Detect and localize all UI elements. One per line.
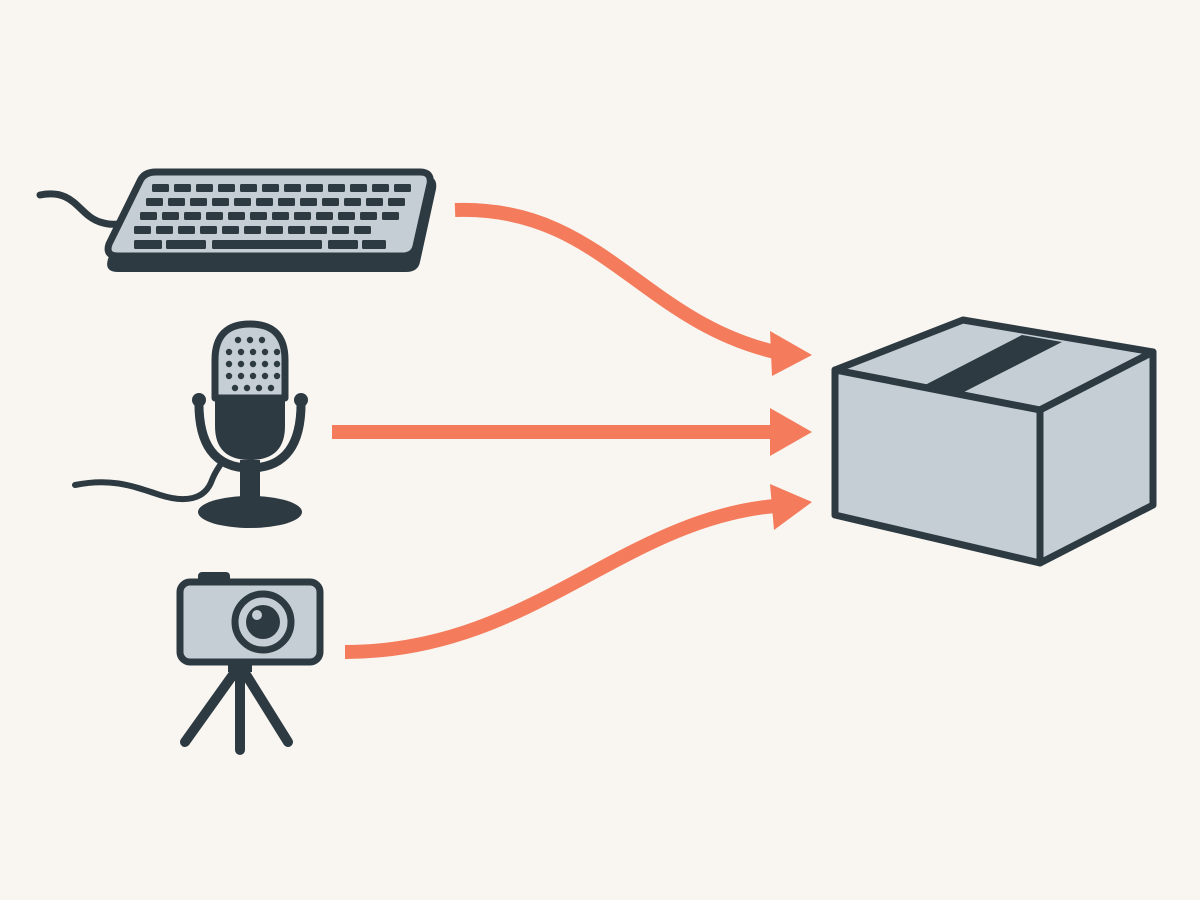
grille-dot — [249, 348, 257, 356]
keyboard-key — [328, 240, 358, 249]
keyboard-key — [294, 212, 311, 220]
grille-dot — [246, 336, 254, 344]
keyboard-key — [278, 198, 295, 206]
keyboard-key — [178, 226, 195, 234]
keyboard-key — [212, 240, 322, 249]
grille-dot — [267, 384, 275, 392]
keyboard-key — [212, 198, 229, 206]
keyboard-key — [190, 198, 207, 206]
keyboard-key — [272, 212, 289, 220]
keyboard-key — [288, 226, 305, 234]
grille-dot — [273, 360, 281, 368]
keyboard-key — [250, 212, 267, 220]
keyboard-key — [262, 184, 279, 192]
arrow-keyboard-to-box — [454, 202, 812, 376]
keyboard-key — [156, 226, 173, 234]
microphone-yoke-left — [192, 393, 206, 407]
keyboard-key — [344, 198, 361, 206]
grille-dot — [249, 360, 257, 368]
grille-dot — [225, 360, 233, 368]
camera-lens-glint — [252, 610, 262, 620]
keyboard-key — [310, 226, 327, 234]
keyboard-key — [338, 212, 355, 220]
grille-dot — [249, 372, 257, 380]
keyboard-key — [166, 240, 206, 249]
keyboard-key — [196, 184, 213, 192]
microphone-yoke — [194, 393, 306, 473]
microphone-base — [198, 496, 302, 528]
microphone-cable — [72, 459, 225, 503]
camera-icon — [176, 572, 324, 755]
keyboard-key — [372, 184, 389, 192]
keyboard-icon — [36, 168, 437, 272]
microphone-handle — [215, 398, 285, 460]
box-tape — [925, 335, 1062, 393]
keyboard-key — [388, 198, 405, 206]
keyboard-key — [394, 184, 411, 192]
keyboard-key — [218, 184, 235, 192]
keyboard-key — [152, 184, 169, 192]
keyboard-key — [284, 184, 301, 192]
keyboard-key — [306, 184, 323, 192]
grille-dot — [261, 348, 269, 356]
grille-dot — [234, 336, 242, 344]
keyboard-keys — [134, 184, 411, 249]
arrow-microphone-to-box — [332, 408, 812, 456]
arrows — [332, 202, 812, 659]
keyboard-key — [134, 226, 151, 234]
grille-dot — [237, 348, 245, 356]
tripod-leg-right — [235, 660, 293, 747]
keyboard-key — [140, 212, 157, 220]
keyboard-key — [300, 198, 317, 206]
keyboard-key — [328, 184, 345, 192]
tripod-leg-left — [180, 660, 245, 747]
grille-dot — [231, 384, 239, 392]
keyboard-key — [354, 226, 371, 234]
keyboard-key — [244, 226, 261, 234]
grille-dot — [255, 384, 263, 392]
keyboard-key — [366, 198, 383, 206]
keyboard-key — [382, 212, 399, 220]
keyboard-key — [266, 226, 283, 234]
grille-dot — [261, 372, 269, 380]
grille-dot — [243, 384, 251, 392]
keyboard-key — [256, 198, 273, 206]
grille-dot — [273, 372, 281, 380]
grille-dot — [237, 360, 245, 368]
microphone-head — [211, 320, 289, 402]
keyboard-key — [134, 240, 162, 249]
grille-dot — [225, 372, 233, 380]
keyboard-key — [146, 198, 163, 206]
box-side — [1036, 348, 1157, 567]
keyboard-key — [332, 226, 349, 234]
grille-dot — [237, 372, 245, 380]
keyboard-key — [360, 212, 377, 220]
keyboard-key — [206, 212, 223, 220]
camera-lens — [246, 605, 280, 639]
grille-dot — [273, 348, 281, 356]
keyboard-key — [184, 212, 201, 220]
keyboard-key — [234, 198, 251, 206]
grille-dot — [258, 336, 266, 344]
keyboard-body — [104, 168, 434, 260]
keyboard-key — [162, 212, 179, 220]
keyboard-key — [240, 184, 257, 192]
arrow-camera-to-box — [344, 484, 812, 659]
grille-dot — [261, 360, 269, 368]
keyboard-key — [200, 226, 217, 234]
microphone-yoke-right — [294, 393, 308, 407]
box-icon — [831, 316, 1157, 567]
microphone-icon — [72, 320, 308, 528]
keyboard-key — [174, 184, 191, 192]
grille-dot — [225, 348, 233, 356]
keyboard-key — [322, 198, 339, 206]
microphone-grille — [225, 336, 281, 392]
keyboard-key — [228, 212, 245, 220]
keyboard-key — [222, 226, 239, 234]
keyboard-key — [350, 184, 367, 192]
keyboard-key — [316, 212, 333, 220]
keyboard-key — [168, 198, 185, 206]
keyboard-key — [362, 240, 386, 249]
